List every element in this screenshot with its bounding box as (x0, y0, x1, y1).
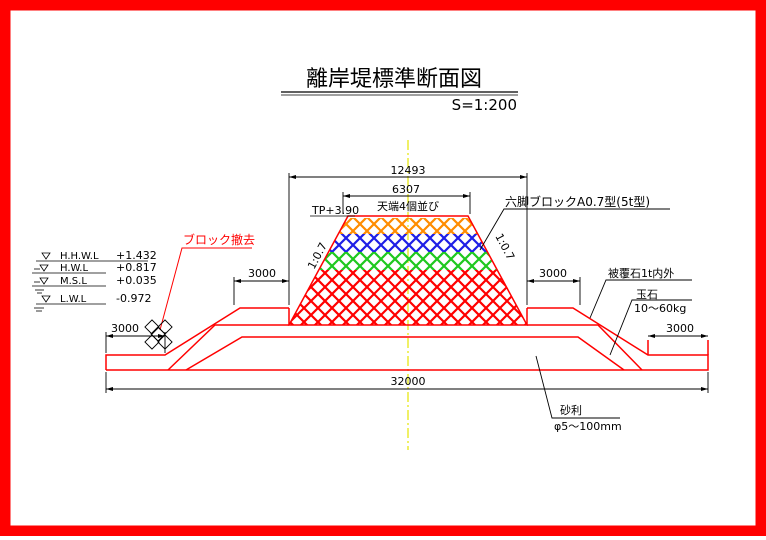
crest-level: TP+3.90 (311, 204, 359, 217)
gravel-leader (535, 355, 620, 419)
block-lattice-line (415, 218, 527, 234)
block-lattice-line (289, 270, 341, 325)
block-lattice-line (365, 218, 487, 234)
block-lattice-line (345, 218, 467, 234)
water-level-symbols (32, 252, 148, 312)
block-lattice-line (393, 270, 515, 325)
block-lattice-line (331, 270, 453, 325)
page-title: 離岸堤標準断面図 (306, 67, 482, 92)
block-lattice-line (421, 270, 527, 325)
dim-crown-width: 6307 (392, 183, 420, 196)
block-lattice-line (303, 270, 425, 325)
mound-outline (105, 307, 709, 371)
removed-block-icon (144, 319, 173, 350)
block-lattice-line (429, 218, 527, 234)
boulder-label: 玉石 (636, 288, 658, 301)
gravel-label: 砂利 (560, 404, 582, 417)
block-lattice-line (289, 270, 369, 325)
block-lattice-line (449, 270, 527, 325)
wl-label-msl: M.S.L (60, 276, 87, 287)
wl-label-hhwl: H.H.W.L (60, 251, 99, 262)
cover-stone-label: 被覆石1t内外 (608, 266, 674, 280)
block-lattice-line (401, 218, 523, 234)
block-lattice-line (477, 270, 527, 325)
block-lattice-line (491, 270, 527, 325)
block-lattice-line (289, 270, 403, 325)
block-lattice-line (407, 270, 527, 325)
block-lattice-line (289, 218, 389, 234)
dim-bottom-total: 32000 (391, 375, 426, 388)
boulder-spec: 10～60kg (634, 302, 686, 315)
block-lattice-line (289, 218, 403, 234)
gravel-spec: φ5～100mm (554, 420, 622, 433)
wl-value-msl: +0.035 (116, 274, 157, 287)
wl-label-hwl: H.W.L (60, 263, 88, 274)
block-type-leader (479, 208, 670, 251)
wl-value-hhwl: +1.432 (116, 249, 157, 262)
block-lattice-line (359, 218, 481, 234)
dimension-arrows (106, 175, 708, 391)
scale-label: S=1:200 (452, 96, 517, 114)
water-level-legend: H.H.W.L +1.432 H.W.L +0.817 M.S.L +0.035… (32, 249, 157, 312)
block-lattice-line (289, 270, 383, 325)
block-removal-leader (159, 247, 252, 331)
block-lattice-line (289, 218, 375, 234)
block-lattice-line (373, 270, 495, 325)
block-lattice-line (309, 218, 431, 234)
block-lattice-line (351, 270, 473, 325)
wl-value-lwl: -0.972 (116, 292, 151, 305)
block-lattice-line (289, 270, 327, 325)
block-lattice-line (443, 218, 527, 234)
dim-berm-left: 3000 (248, 267, 276, 280)
block-lattice-line (317, 270, 439, 325)
block-lattice-line (359, 270, 481, 325)
block-lattice-line (401, 270, 523, 325)
block-lattice-line (337, 218, 459, 234)
wl-value-hwl: +0.817 (116, 261, 157, 274)
dim-toe-right: 3000 (666, 322, 694, 335)
block-lattice-line (365, 270, 487, 325)
block-removal-label: ブロック撤去 (183, 232, 255, 247)
block-lattice-line (289, 270, 397, 325)
block-lattice-line (289, 270, 411, 325)
block-lattice-line (387, 270, 509, 325)
block-lattice-line (337, 270, 459, 325)
block-lattice-line (289, 270, 355, 325)
block-lattice-line (415, 270, 527, 325)
block-lattice-line (323, 218, 445, 234)
dim-top-total: 12493 (391, 164, 426, 177)
block-lattice-line (345, 270, 467, 325)
block-lattice-line (373, 218, 495, 234)
block-lattice-line (295, 270, 417, 325)
wl-label-lwl: L.W.L (60, 294, 87, 305)
cover-stone-leader (589, 279, 692, 319)
block-lattice-line (351, 218, 473, 234)
dim-toe-left: 3000 (111, 322, 139, 335)
block-lattice-line (379, 270, 501, 325)
dim-berm-right: 3000 (539, 267, 567, 280)
boulder-leader (609, 299, 692, 356)
dimension-lines (105, 173, 709, 393)
crown-note: 天端4個並び (377, 199, 439, 213)
block-lattice-line (435, 270, 527, 325)
block-lattice-line (323, 270, 445, 325)
block-lattice-line (463, 270, 527, 325)
block-type-label: 六脚ブロックA0.7型(5t型) (505, 194, 650, 209)
block-lattice-line (309, 270, 431, 325)
block-lattice-line (295, 218, 417, 234)
block-lattice-line (331, 218, 453, 234)
block-lattice-line (387, 218, 509, 234)
